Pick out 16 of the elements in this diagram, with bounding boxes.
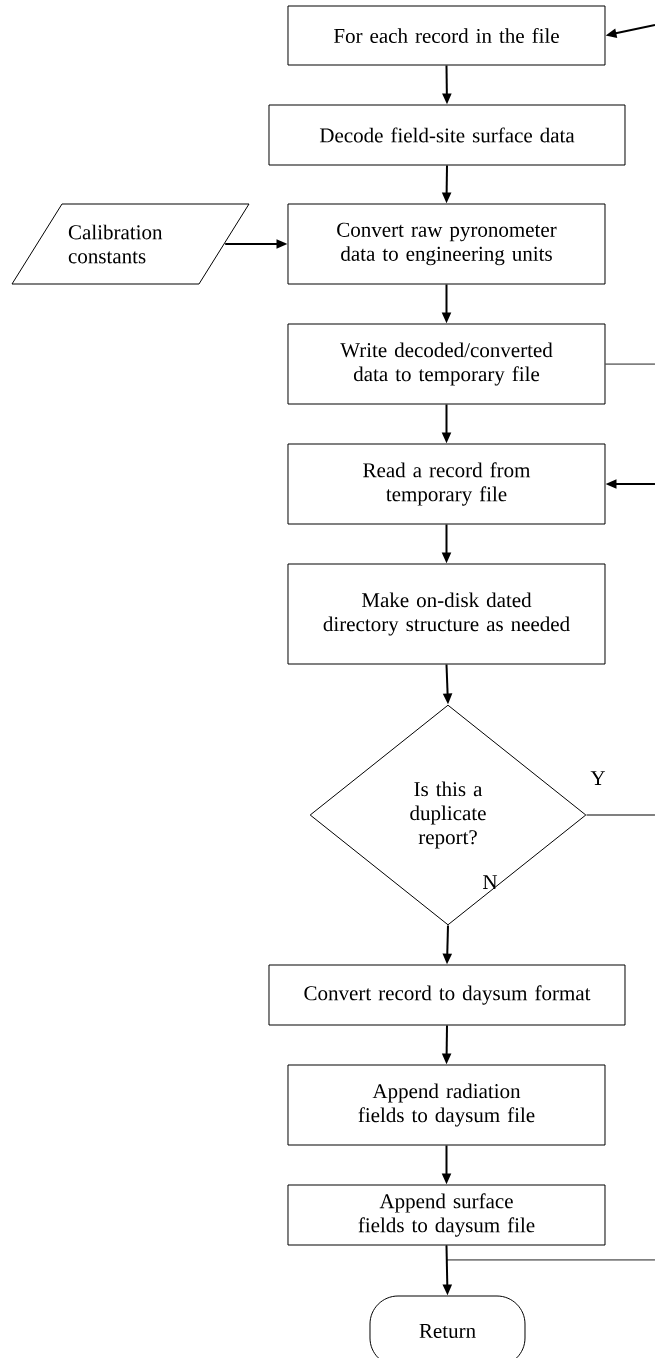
process-box: Append radiation fields to daysum file xyxy=(287,1064,606,1146)
process-box: For each record in the file xyxy=(287,5,606,66)
connector-line xyxy=(605,363,655,365)
edge-label: Y xyxy=(590,771,606,785)
terminal-box: Return xyxy=(369,1295,526,1358)
connector-line xyxy=(586,814,655,816)
process-box: Convert record to daysum format xyxy=(268,964,626,1026)
edge-label: N xyxy=(483,875,498,889)
process-box: Append surface fields to daysum file xyxy=(287,1184,606,1246)
process-box: Write decoded/converted data to temporary file xyxy=(287,323,606,405)
process-box: Read a record from temporary file xyxy=(287,443,606,525)
input-parallelogram: Calibration constants xyxy=(11,203,250,285)
process-box: Decode field-site surface data xyxy=(268,104,626,166)
process-box: Make on-disk dated directory structure as needed xyxy=(287,563,606,665)
connector-line xyxy=(446,1245,655,1261)
process-box: Convert raw pyronometer data to engineering units xyxy=(287,203,606,285)
